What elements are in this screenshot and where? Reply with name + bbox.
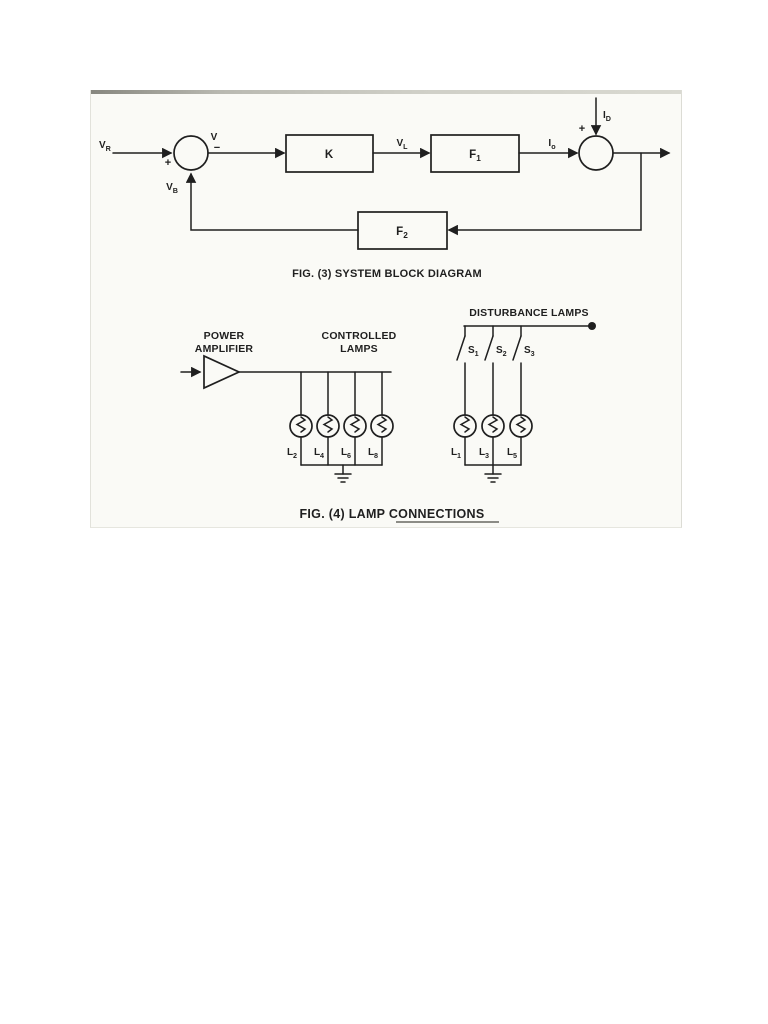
ground-icon [484, 464, 502, 483]
lamp-filament-icon [376, 416, 388, 433]
f2-to-sum1-feedback-wire [185, 172, 359, 231]
controlled-lamp-branch-4: L8 [368, 371, 394, 466]
power-amplifier-title-line1: POWER [204, 330, 245, 342]
ground-icon [334, 464, 352, 483]
sum2-plus-sign: + [579, 123, 585, 135]
lamp-label: L2 [287, 447, 297, 460]
sum1-minus-sign: − [214, 142, 220, 154]
sum1-plus-sign: + [165, 157, 171, 169]
fig4-caption: FIG. (4) LAMP CONNECTIONS [299, 507, 484, 521]
feedback-signal-label: VB [166, 182, 178, 195]
fig3-system-block-diagram: VR + − V K VL [99, 97, 671, 280]
lamp-label: L1 [451, 447, 461, 460]
lamp-label: L5 [507, 447, 517, 460]
k-output-label: VL [396, 138, 408, 151]
block-f1: F1 [430, 134, 520, 173]
block-k: K [285, 134, 374, 173]
f1-output-label: Io [548, 138, 556, 151]
lamp-filament-icon [295, 416, 307, 433]
lamp-label: L4 [314, 447, 324, 460]
block-k-label: K [325, 149, 334, 161]
disturbance-branch-2: S2 L3 [479, 325, 507, 466]
scanner-edge-shadow [91, 90, 681, 94]
switch-label: S1 [468, 345, 479, 358]
switch-label: S2 [496, 345, 507, 358]
diagrams-canvas: VR + − V K VL [99, 97, 671, 523]
lamp-filament-icon [487, 416, 499, 433]
output-to-f2-feedback-wire [447, 152, 642, 236]
fig3-caption: FIG. (3) SYSTEM BLOCK DIAGRAM [292, 268, 482, 280]
switch-blade-icon [484, 335, 494, 361]
error-signal-label: V [211, 132, 218, 143]
disturbance-lamps-title: DISTURBANCE LAMPS [469, 307, 589, 319]
amplifier-triangle-icon [203, 354, 242, 390]
controlled-lamp-branch-2: L4 [314, 371, 340, 466]
lamp-label: L3 [479, 447, 489, 460]
controlled-lamps-title-line1: CONTROLLED [322, 330, 397, 342]
bus-terminal-dot [588, 322, 596, 330]
block-f1-label: F1 [469, 149, 481, 163]
lamp-filament-icon [459, 416, 471, 433]
disturbance-branch-1: S1 L1 [451, 325, 479, 466]
controlled-lamp-branch-1: L2 [287, 371, 313, 466]
lamp-label: L8 [368, 447, 378, 460]
reference-input-label: VR [99, 140, 112, 153]
block-f2-label: F2 [396, 226, 408, 240]
disturbance-branch-3: S3 L5 [507, 325, 535, 466]
switch-label: S3 [524, 345, 535, 358]
controlled-lamp-branch-3: L6 [341, 371, 367, 466]
scanned-figure-region: VR + − V K VL [90, 90, 682, 528]
lamp-filament-icon [349, 416, 361, 433]
fig4-lamp-connections: POWER AMPLIFIER CONTROLLED LAMPS L2 [180, 307, 596, 523]
lamp-filament-icon [515, 416, 527, 433]
lamp-filament-icon [322, 416, 334, 433]
switch-blade-icon [456, 335, 466, 361]
summing-junction-2-icon [578, 135, 614, 171]
lamp-label: L6 [341, 447, 351, 460]
disturbance-input-label: ID [603, 110, 611, 123]
switch-blade-icon [512, 335, 522, 361]
power-amplifier-title-line2: AMPLIFIER [195, 343, 254, 355]
summing-junction-1-icon [173, 135, 209, 171]
block-f2: F2 [357, 211, 448, 250]
controlled-lamps-title-line2: LAMPS [340, 343, 378, 355]
